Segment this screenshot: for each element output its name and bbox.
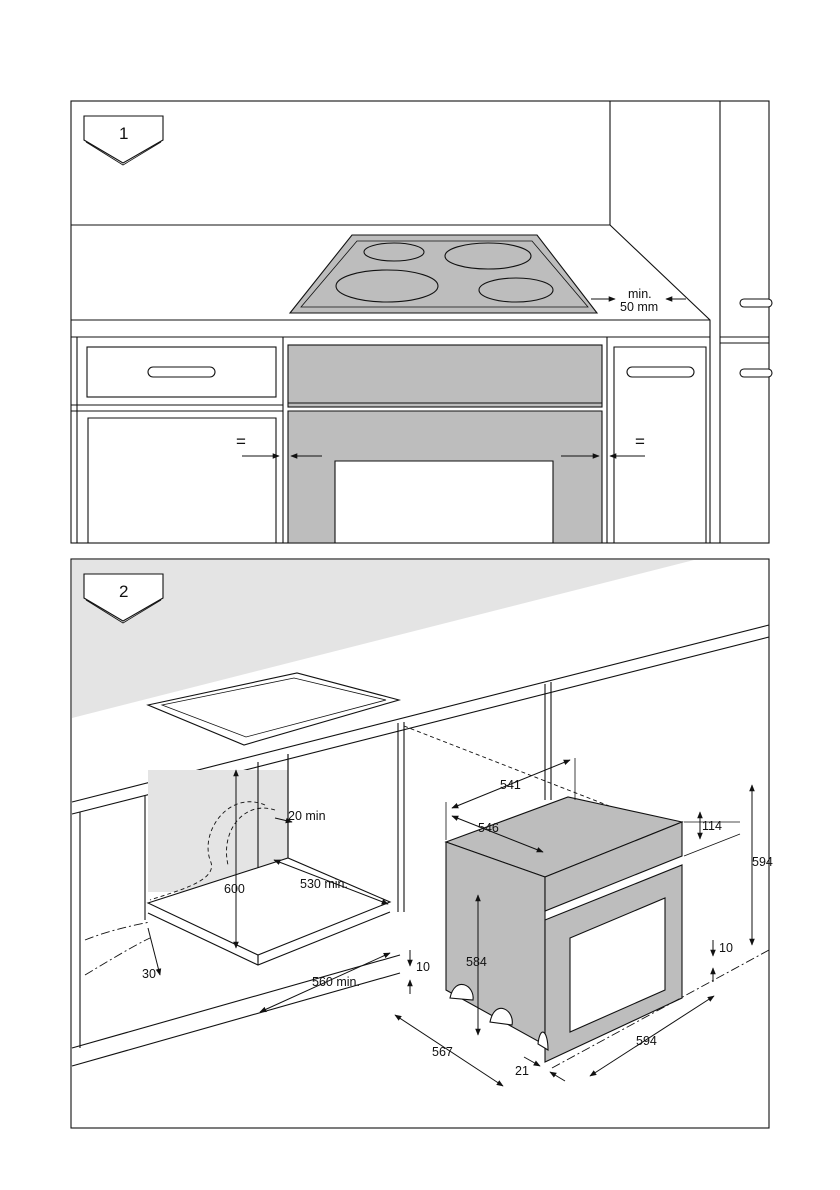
dim-line-530 xyxy=(273,859,389,905)
hob-zone xyxy=(478,277,554,303)
dim-530-min: 530 min. xyxy=(300,877,348,891)
hob-zone xyxy=(335,269,439,303)
clearance-min-label: min. xyxy=(628,287,652,301)
panel-1: min. 50 mm = = 1 xyxy=(70,100,773,544)
step-number-1: 1 xyxy=(119,124,128,143)
dim-line-20 xyxy=(274,817,293,824)
dim-line-567 xyxy=(394,1014,504,1087)
step-badge-1 xyxy=(83,115,164,164)
door-right xyxy=(613,346,707,543)
equal-right-label: = xyxy=(635,432,645,451)
drawer-handle xyxy=(626,366,695,378)
oven-front xyxy=(287,410,603,544)
dim-600: 600 xyxy=(224,882,245,896)
drawer-handle xyxy=(147,366,216,378)
oven xyxy=(444,796,684,1063)
dim-114: 114 xyxy=(702,819,722,833)
dim-line-546 xyxy=(451,815,544,853)
dim-20-min: 20 min xyxy=(288,809,326,823)
hob-zone xyxy=(444,242,532,270)
dim-584: 584 xyxy=(466,955,487,969)
panel-1-frame xyxy=(70,100,770,544)
dim-30: 30 xyxy=(142,967,156,981)
hob xyxy=(288,234,599,314)
dim-line-541 xyxy=(451,759,571,809)
step-number-2: 2 xyxy=(119,582,128,601)
dim-10-bottom: 10 xyxy=(416,960,430,974)
clearance-value-label: 50 mm xyxy=(620,300,658,314)
dim-546: 546 xyxy=(478,821,499,835)
hob-top xyxy=(146,672,402,746)
dim-line-594-horizontal xyxy=(589,995,715,1077)
equal-left-label: = xyxy=(236,432,246,451)
dim-21: 21 xyxy=(515,1064,529,1078)
dim-line-30 xyxy=(147,927,162,976)
hob-zone xyxy=(363,242,425,262)
door-left xyxy=(87,417,277,543)
dim-594-vertical: 594 xyxy=(752,855,773,869)
dim-10-top: 10 xyxy=(719,941,733,955)
dim-567: 567 xyxy=(432,1045,453,1059)
oven-upper-panel xyxy=(287,344,603,408)
dim-594-horizontal: 594 xyxy=(636,1034,657,1048)
oven-control-panel xyxy=(544,821,683,912)
dim-541: 541 xyxy=(500,778,521,792)
dim-560-min: 560 min. xyxy=(312,975,360,989)
panel-2: 600 20 min 530 min. 30 560 min. xyxy=(70,558,773,1129)
dim-line-560 xyxy=(259,952,391,1013)
step-badge-2 xyxy=(83,573,164,622)
wall xyxy=(72,560,694,718)
